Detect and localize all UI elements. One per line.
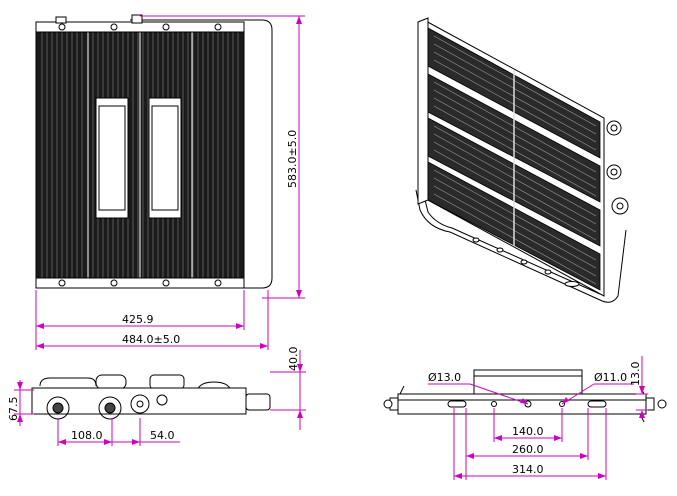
side-housing-1 [39,377,97,387]
driver-box-right [148,97,182,219]
dim-hole-spacing-1: 140.0 [512,425,544,438]
dim-side-depth: 67.5 [7,397,20,422]
bracket-slot-right [587,400,607,408]
dim-hole-large: Ø13.0 [428,371,461,384]
bracket-hole-small-left [491,401,497,407]
dim-width-total: 484.0±5.0 [122,333,180,346]
iso-led-hatch [433,35,597,285]
isometric-view [415,17,629,303]
side-housing-2 [95,374,127,390]
side-bracket-plate [245,393,271,411]
bracket-dimensions: Ø13.0 Ø11.0 13.0 140.0 260.0 314.0 [428,356,648,480]
dim-width-inner: 425.9 [122,313,154,326]
driver-box-right-inner [151,105,179,211]
bracket-view [383,369,667,423]
iso-bracket-holes [472,237,580,287]
dim-hole-small: Ø11.0 [594,371,627,384]
cap-bolts [58,23,222,287]
side-view [31,374,271,420]
top-tab-right [131,14,143,24]
bracket-slot-left [447,400,467,408]
side-housing-3 [149,374,185,390]
front-view [35,14,273,289]
iso-left-rail [417,17,429,205]
dim-height-total: 583.0±5.0 [286,130,299,188]
front-dimensions: 583.0±5.0 425.9 484.0±5.0 [35,15,305,350]
dim-hole-spacing-2: 260.0 [512,443,544,456]
iso-bracket [415,189,627,303]
driver-box-left-inner [98,105,126,211]
bracket-housing [473,369,583,395]
driver-box-left [95,97,129,219]
module-dividers [87,28,193,282]
dim-side-height: 40.0 [287,347,300,372]
top-tab-left [55,16,67,24]
side-dimensions: 40.0 67.5 108.0 54.0 [7,347,306,446]
dim-bracket-thickness: 13.0 [629,362,642,387]
front-bracket-outline [130,19,273,289]
dim-side-spacing-1: 108.0 [71,429,103,442]
iso-side-bolts [606,120,629,215]
bracket-bar [397,393,647,415]
dim-side-spacing-2: 54.0 [150,429,175,442]
bracket-end-knobs [383,385,667,423]
dim-hole-spacing-3: 314.0 [512,463,544,476]
